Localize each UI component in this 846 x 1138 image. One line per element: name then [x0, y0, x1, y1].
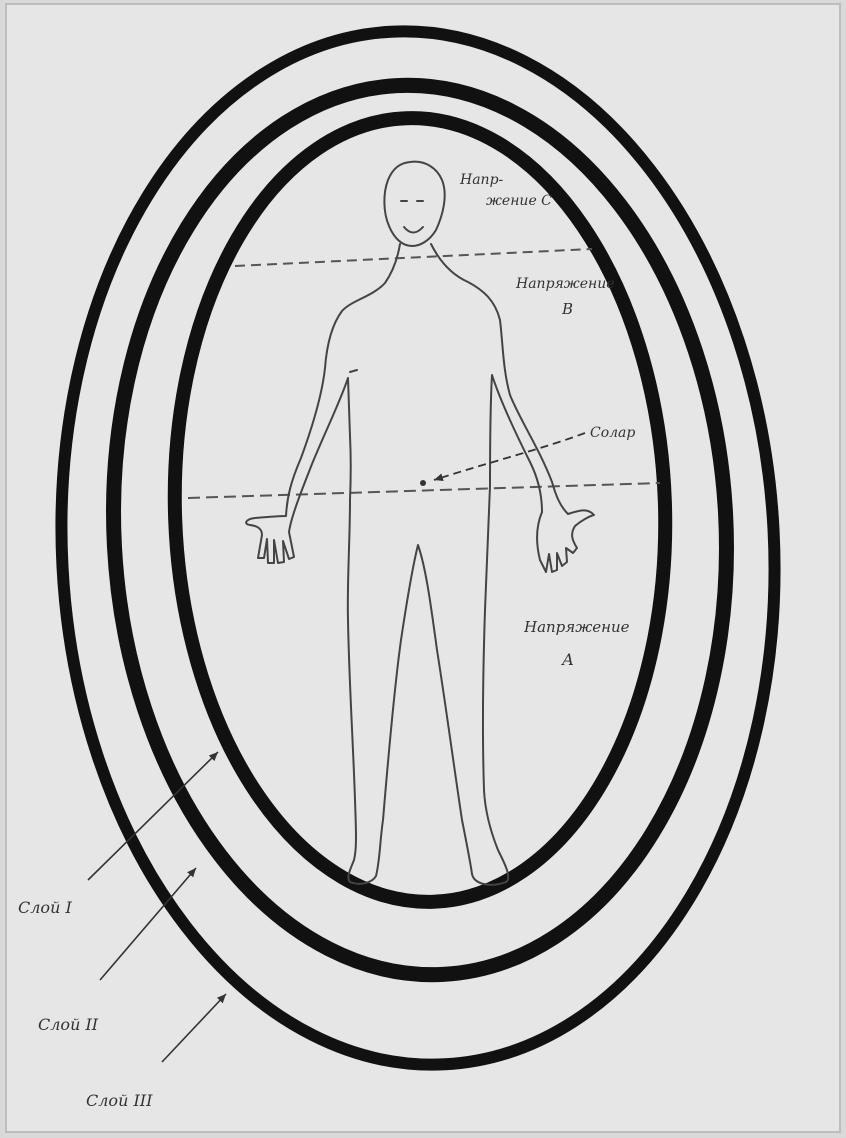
zone-a-label-line2: А: [561, 650, 574, 669]
zone-b-label-line2: В: [561, 300, 573, 318]
zone-c-label-line1: Напр-: [459, 172, 504, 188]
zone-c-label-line2: жение С: [486, 193, 552, 209]
cocoon-2-label: Слой II: [38, 1015, 99, 1034]
cocoon-3-label: Слой III: [86, 1091, 153, 1110]
cocoon-1-label: Слой I: [18, 898, 72, 917]
center-dot: [420, 480, 426, 486]
zone-a-label-line1: Напряжение: [523, 618, 630, 636]
center-label: Солар: [590, 425, 635, 441]
paper-sheet: [6, 4, 840, 1132]
zone-b-label-line1: Напряжение: [515, 276, 615, 292]
